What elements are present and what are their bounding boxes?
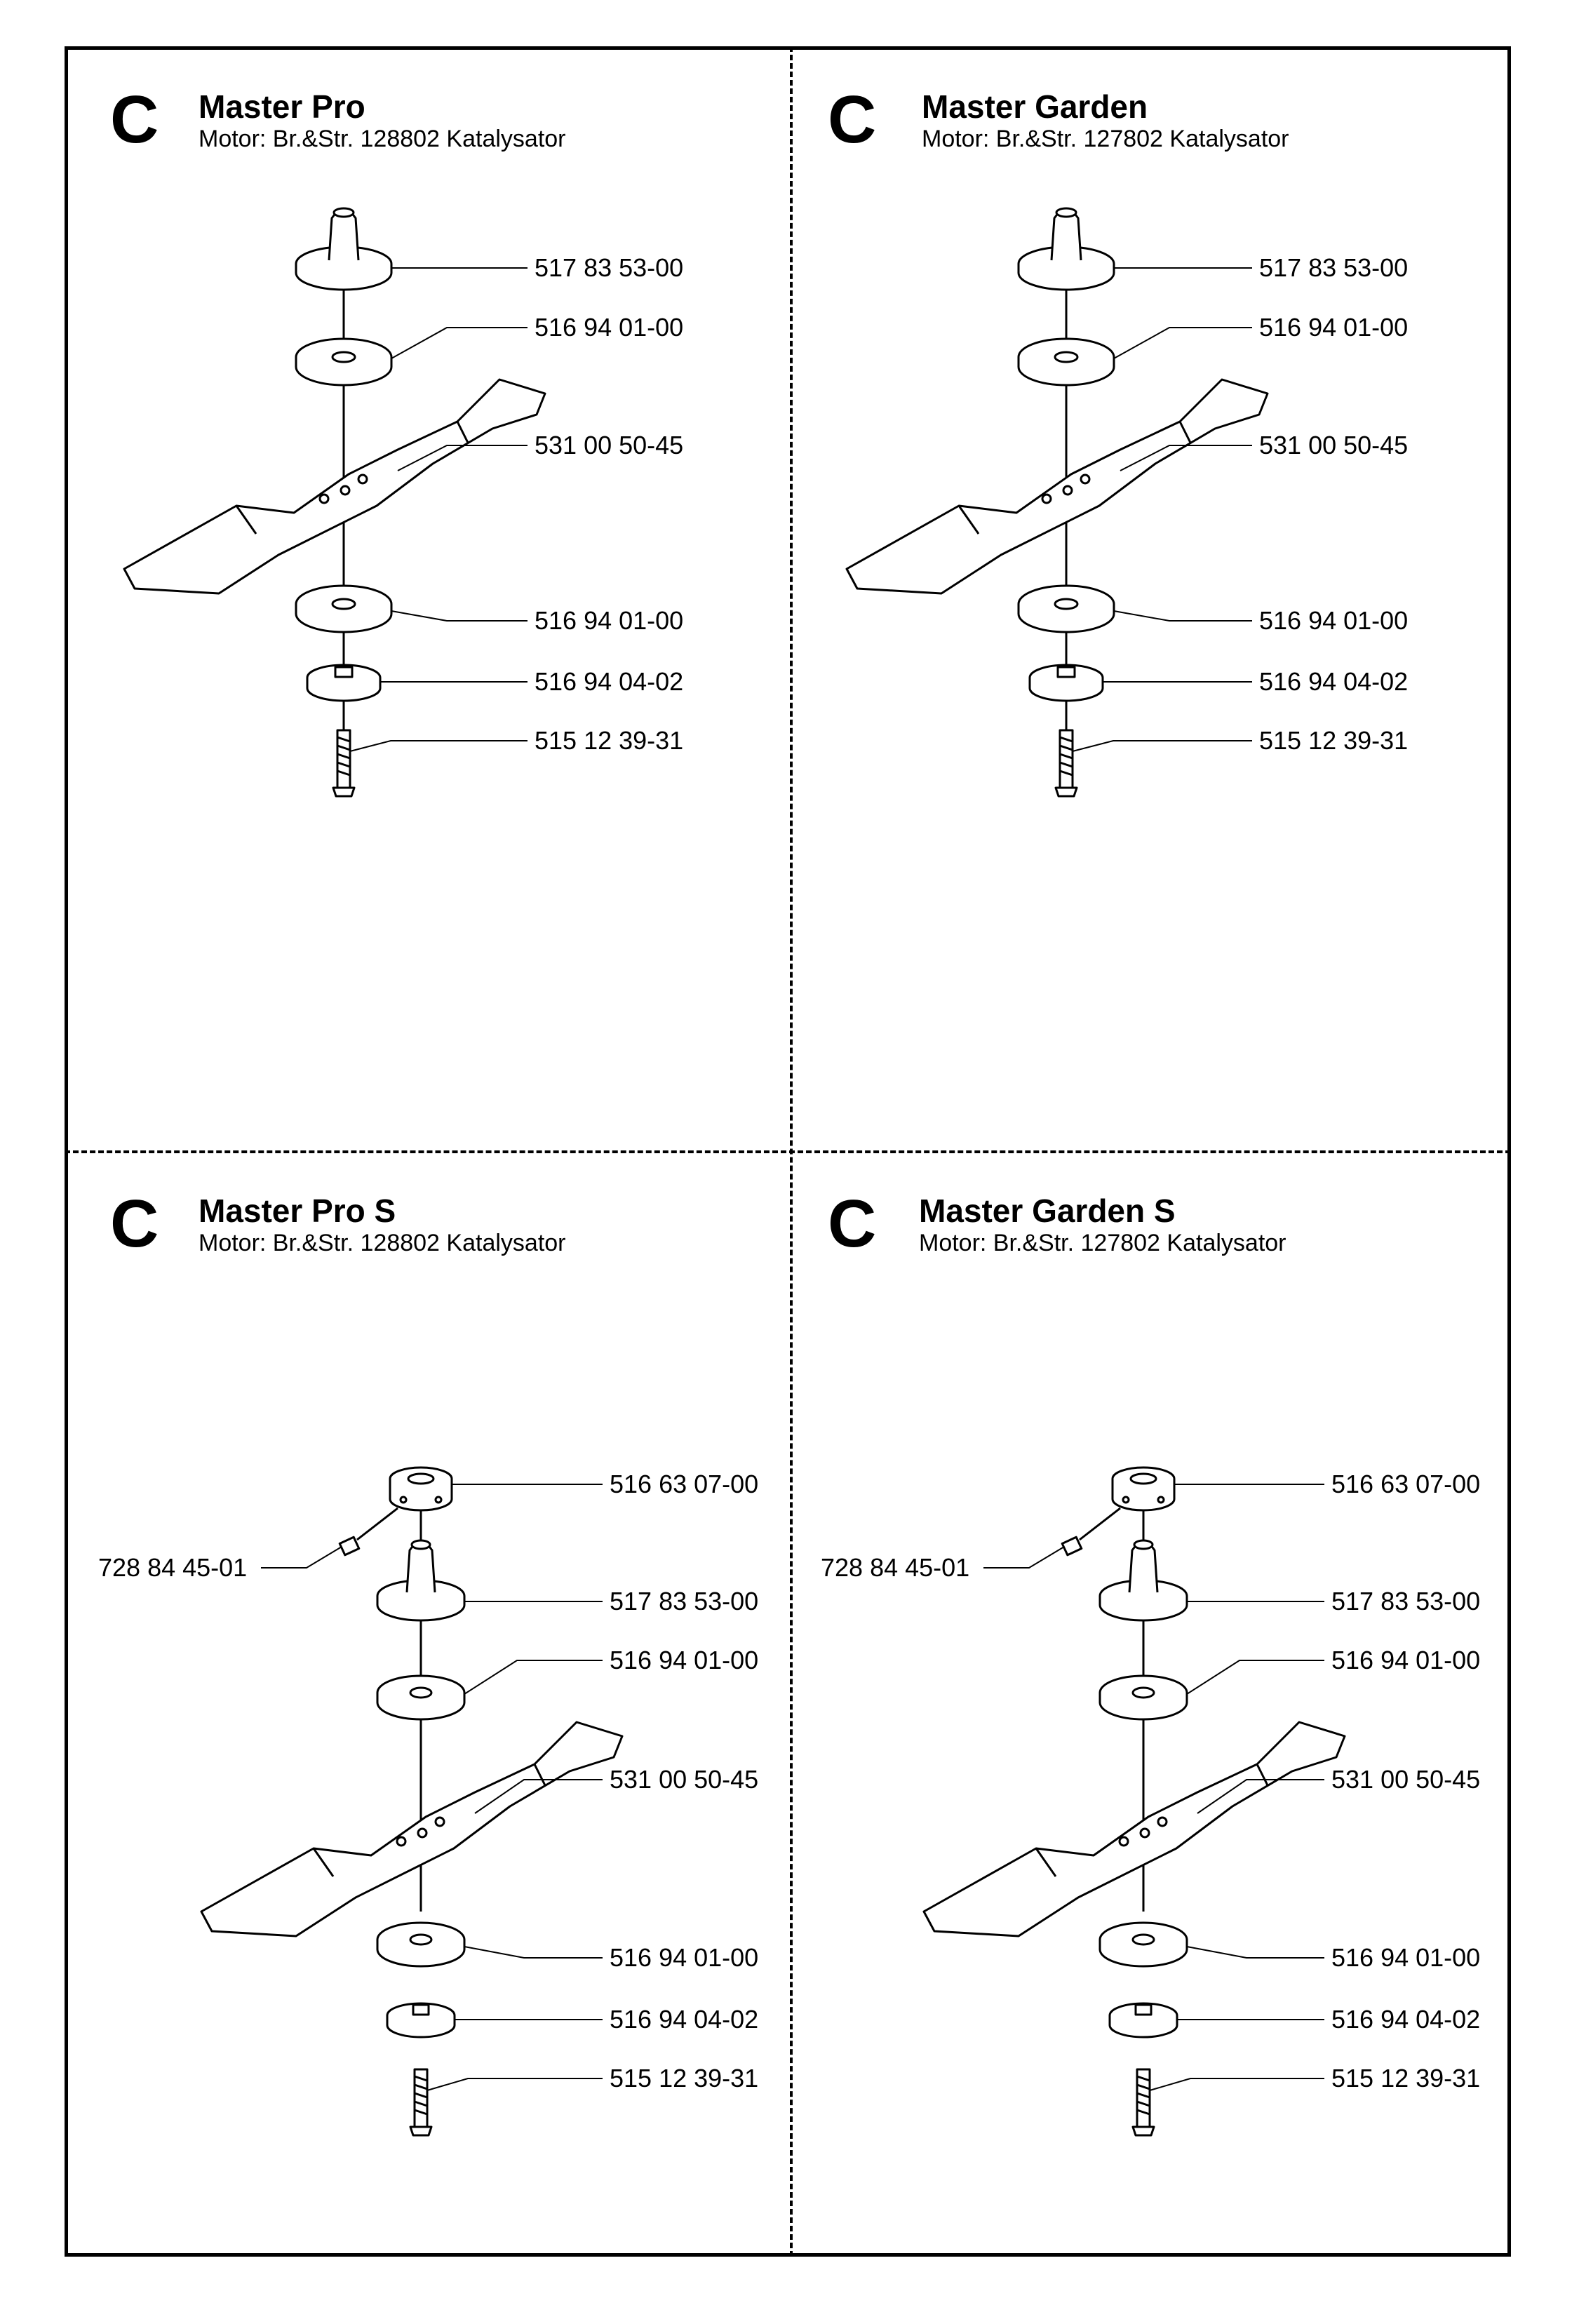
- part-label: 516 94 01-00: [535, 606, 684, 635]
- part-label: 728 84 45-01: [98, 1553, 248, 1582]
- section-letter: C: [110, 1186, 159, 1261]
- panel-subtitle: Motor: Br.&Str. 128802 Katalysator: [199, 1230, 566, 1256]
- part-label: 531 00 50-45: [610, 1765, 759, 1794]
- part-label: 516 94 01-00: [535, 313, 684, 342]
- panel-master-garden: C Master Garden Motor: Br.&Str. 127802 K…: [793, 50, 1515, 1151]
- part-label: 515 12 39-31: [1259, 726, 1409, 755]
- part-label: 531 00 50-45: [1331, 1765, 1481, 1794]
- part-label: 728 84 45-01: [821, 1553, 970, 1582]
- part-label: 516 94 01-00: [1331, 1646, 1481, 1674]
- part-label: 517 83 53-00: [610, 1587, 759, 1616]
- panel-title: Master Garden S: [919, 1193, 1176, 1229]
- part-label: 516 94 04-02: [1331, 2005, 1481, 2034]
- part-label: 516 63 07-00: [1331, 1470, 1481, 1498]
- part-label: 516 94 04-02: [1259, 667, 1409, 696]
- panel-title: Master Pro S: [199, 1193, 396, 1229]
- section-letter: C: [828, 1186, 877, 1261]
- part-label: 516 94 01-00: [1331, 1943, 1481, 1972]
- blade-531-00-50-45: [922, 1721, 1346, 1937]
- panel-title: Master Garden: [922, 88, 1148, 125]
- part-label: 515 12 39-31: [535, 726, 684, 755]
- exploded-view-drawing: [922, 1466, 1346, 2137]
- exploded-view-drawing: [200, 1466, 624, 2137]
- part-label: 531 00 50-45: [1259, 431, 1409, 459]
- part-label: 516 94 01-00: [1259, 606, 1409, 635]
- section-letter: C: [110, 82, 159, 157]
- panel-title: Master Pro: [199, 88, 365, 125]
- horizontal-divider: [65, 1150, 1511, 1153]
- part-label: 516 94 01-00: [610, 1646, 759, 1674]
- part-label: 516 94 04-02: [535, 667, 684, 696]
- exploded-view-drawing: [845, 207, 1269, 798]
- part-label: 515 12 39-31: [610, 2064, 759, 2093]
- set-screw-728-84-45-01: [1061, 1536, 1083, 1557]
- part-label: 517 83 53-00: [1331, 1587, 1481, 1616]
- part-label: 517 83 53-00: [535, 253, 684, 282]
- part-label: 516 63 07-00: [610, 1470, 759, 1498]
- part-label: 516 94 01-00: [610, 1943, 759, 1972]
- panel-master-pro: C Master Pro Motor: Br.&Str. 128802 Kata…: [68, 50, 791, 1151]
- panel-subtitle: Motor: Br.&Str. 128802 Katalysator: [199, 126, 566, 152]
- panel-subtitle: Motor: Br.&Str. 127802 Katalysator: [919, 1230, 1286, 1256]
- panel-subtitle: Motor: Br.&Str. 127802 Katalysator: [922, 126, 1289, 152]
- part-label: 531 00 50-45: [535, 431, 684, 459]
- part-label: 515 12 39-31: [1331, 2064, 1481, 2093]
- blade-531-00-50-45: [200, 1721, 624, 1937]
- blade-531-00-50-45: [845, 378, 1269, 595]
- section-letter: C: [828, 82, 877, 157]
- exploded-view-drawing: [123, 207, 546, 798]
- panel-master-garden-s: C Master Garden S Motor: Br.&Str. 127802…: [793, 1154, 1515, 2255]
- panel-master-pro-s: C Master Pro S Motor: Br.&Str. 128802 Ka…: [68, 1154, 791, 2255]
- part-label: 516 94 01-00: [1259, 313, 1409, 342]
- part-label: 517 83 53-00: [1259, 253, 1409, 282]
- blade-531-00-50-45: [123, 378, 546, 595]
- set-screw-728-84-45-01: [338, 1536, 361, 1557]
- part-label: 516 94 04-02: [610, 2005, 759, 2034]
